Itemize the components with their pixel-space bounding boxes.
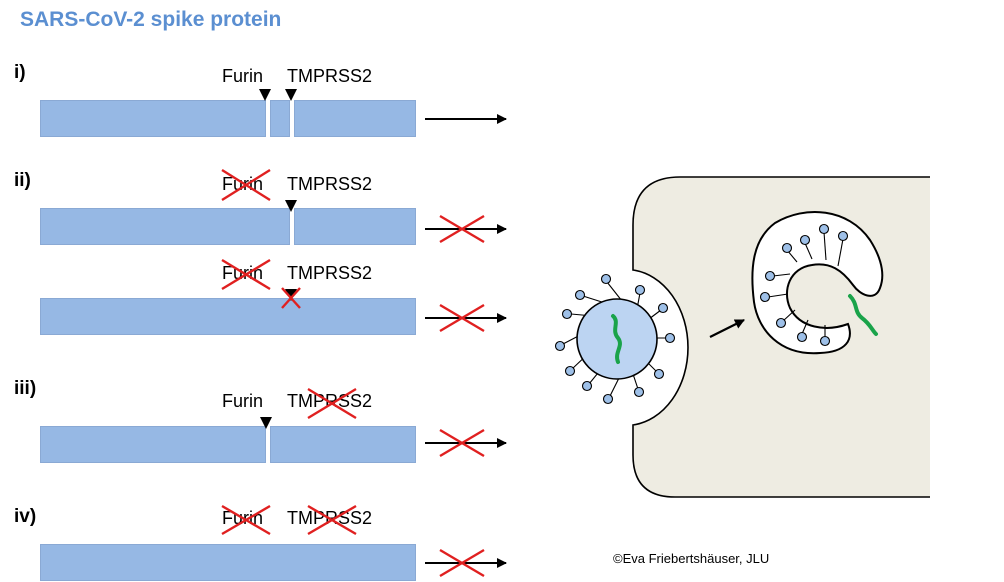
cleavage-marker: [285, 289, 297, 301]
cross-mark: [221, 168, 271, 202]
cross-mark: [221, 504, 271, 536]
row-label-i: i): [14, 62, 26, 83]
cross-mark: [439, 548, 485, 578]
spike-segment-1: [40, 100, 266, 137]
spike-segment-1: [40, 208, 290, 245]
viral-rna: [611, 314, 622, 364]
entry-arrow: [709, 319, 745, 338]
furin-label-row-i: Furin: [222, 66, 264, 86]
spike-segment-2: [270, 100, 290, 137]
page-title: SARS-CoV-2 spike protein: [20, 8, 282, 31]
cleavage-marker: [285, 89, 297, 101]
cross-mark: [439, 428, 485, 458]
spike-uncleaved: [40, 544, 416, 581]
cross-mark: [307, 387, 357, 420]
cross-mark: [307, 504, 357, 536]
cross-mark: [221, 258, 271, 291]
spike-segment-1: [40, 426, 266, 463]
cleavage-marker: [285, 200, 297, 212]
spike-segment-2: [270, 426, 416, 463]
cross-mark: [439, 214, 485, 244]
viral-rna-released: [848, 294, 878, 336]
tmprss2-label-row-i: TMPRSS2: [287, 66, 373, 86]
copyright-credit: ©Eva Friebertshäuser, JLU: [613, 551, 770, 566]
row-label-iii: iii): [14, 378, 37, 399]
spike-segment-2: [294, 208, 416, 245]
cross-mark: [281, 287, 301, 309]
spike-segment-3: [294, 100, 416, 137]
row-label-iv: iv): [14, 506, 37, 527]
furin-label-row-iii: Furin: [222, 391, 264, 411]
virus-spikes: [554, 273, 676, 405]
row-label-ii: ii): [14, 170, 31, 191]
tmprss2-label-row-ii: TMPRSS2: [287, 174, 373, 194]
cleavage-marker: [260, 417, 272, 429]
spike-uncleaved: [40, 298, 416, 335]
endosome-spikes: [759, 223, 849, 347]
tmprss2-label-row-iib: TMPRSS2: [287, 263, 373, 283]
cleavage-marker: [259, 89, 271, 101]
cross-mark: [439, 303, 485, 333]
